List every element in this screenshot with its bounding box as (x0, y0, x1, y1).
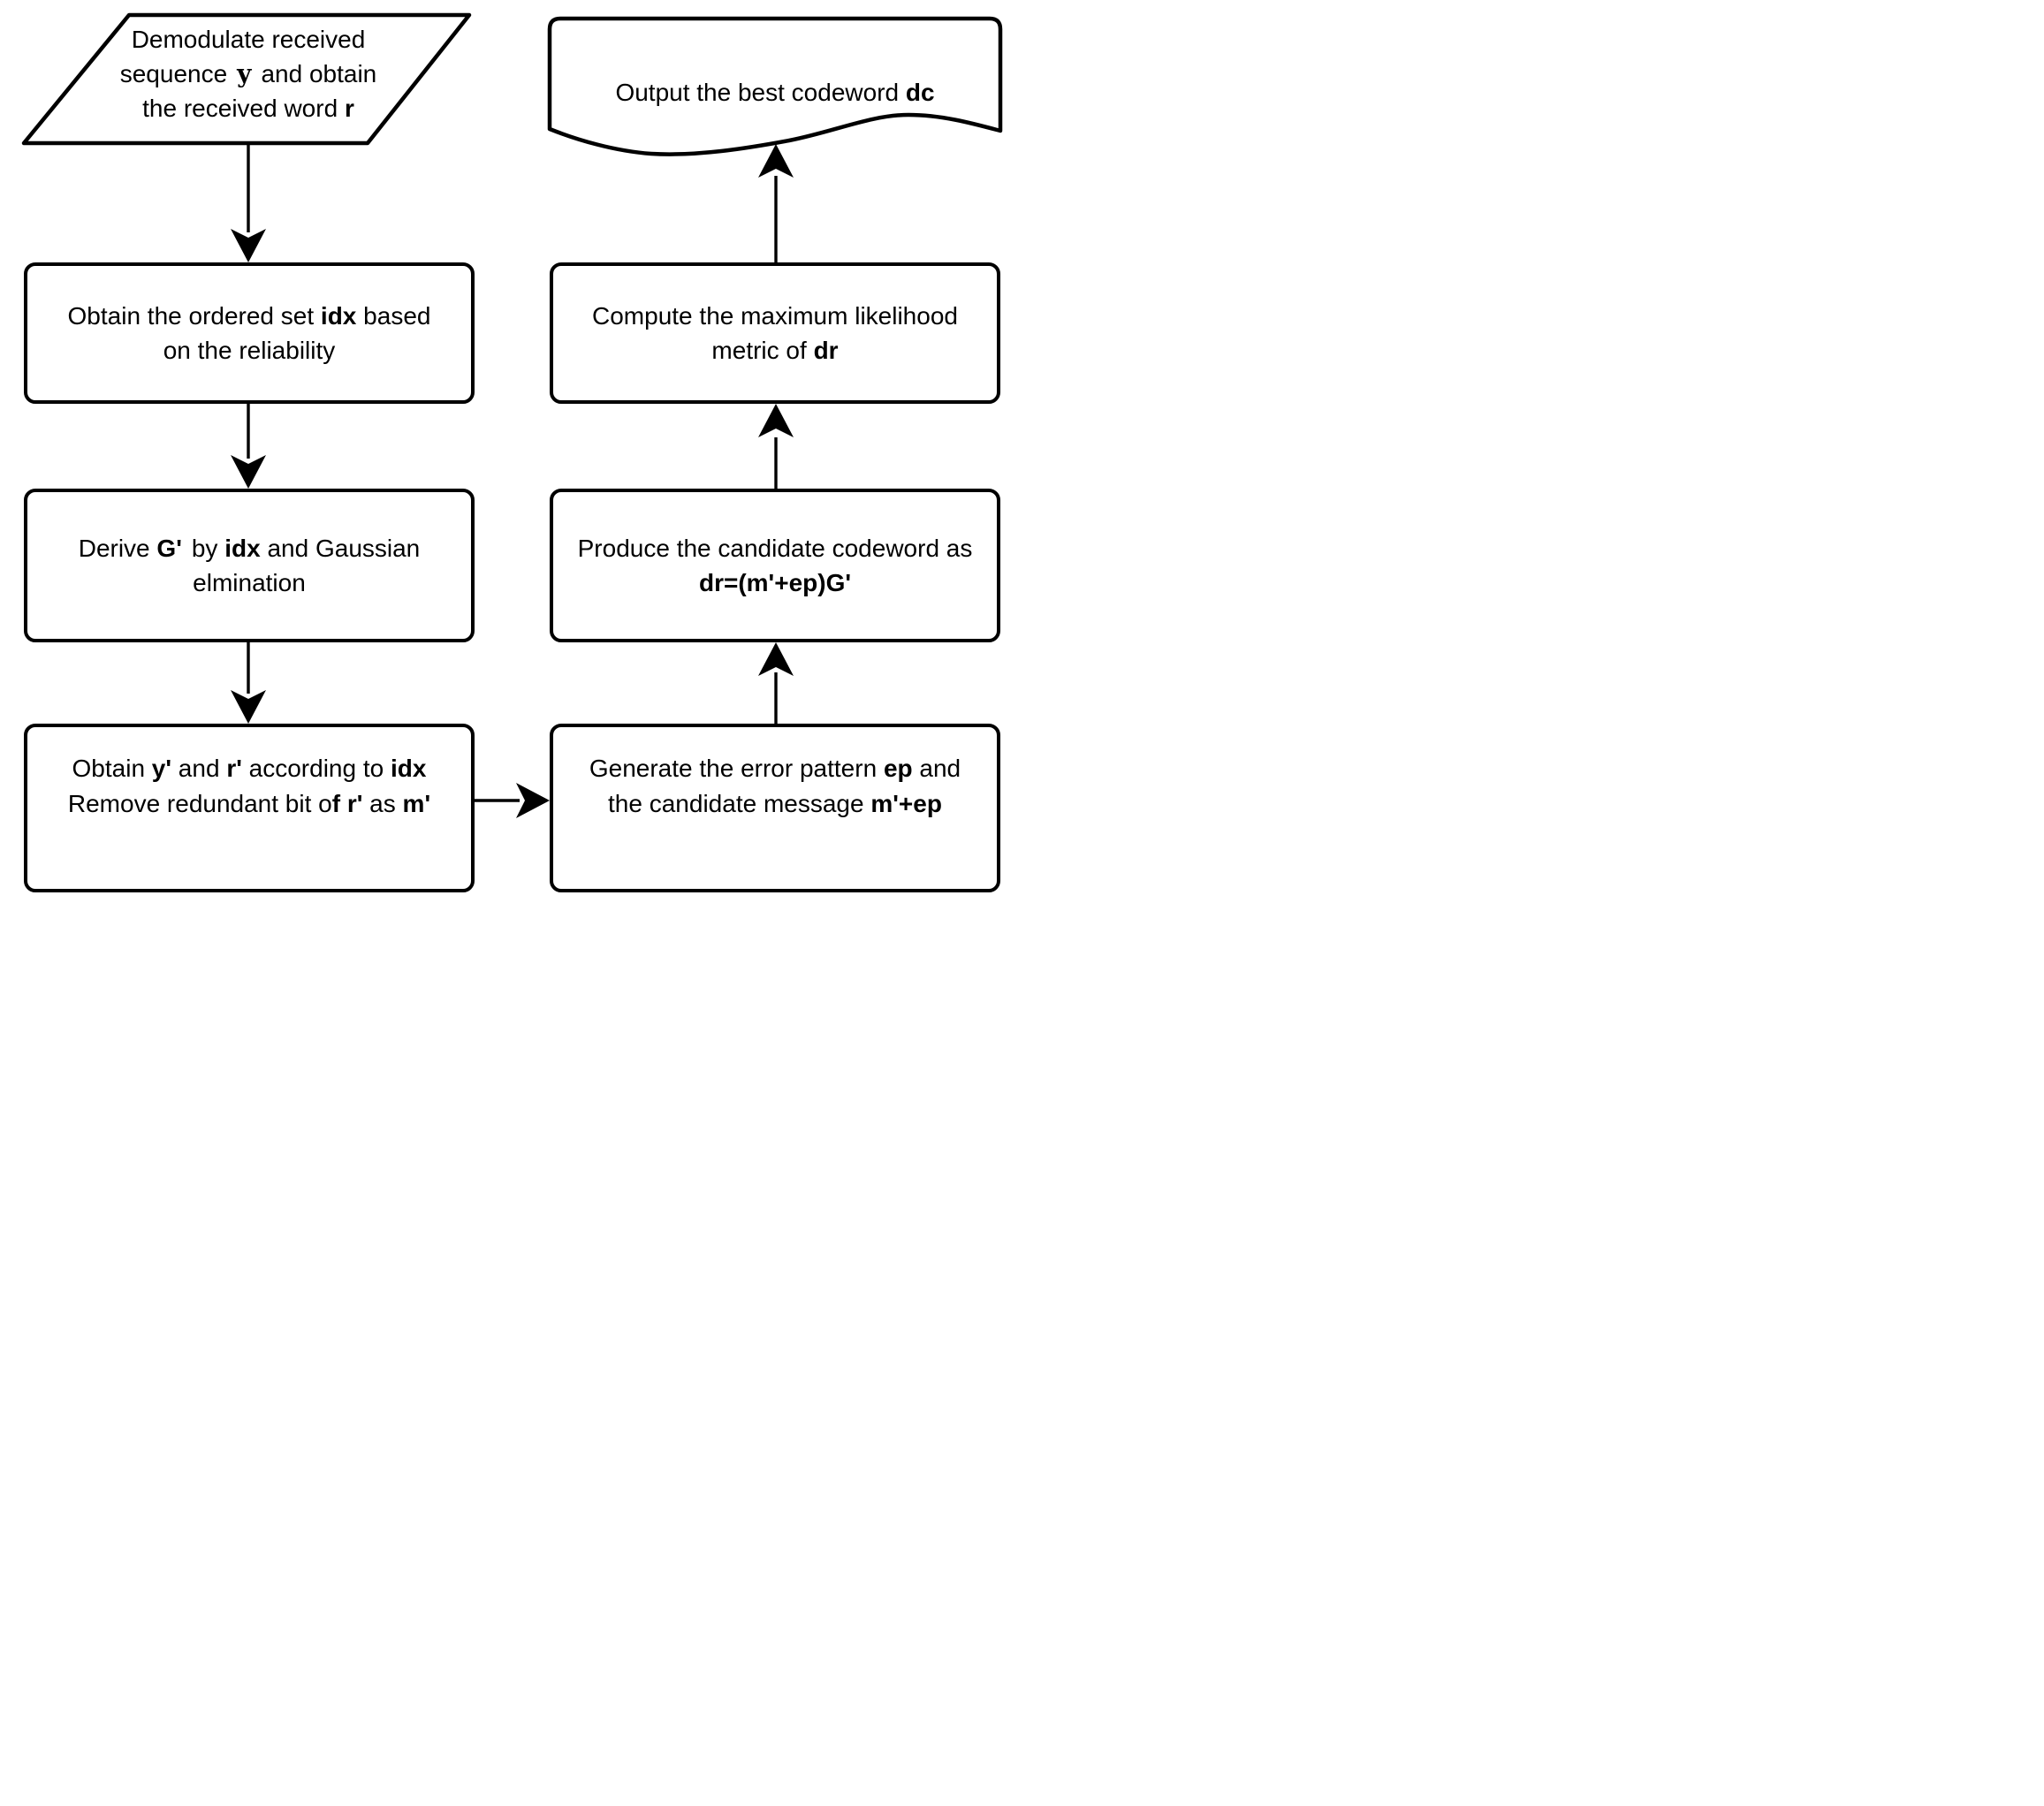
node-label-line: Obtain the ordered set idx based (67, 301, 431, 330)
edge-compute-to-output (758, 144, 794, 262)
node-label-line: dr=(m'+ep)G' (698, 569, 852, 596)
node-label-line: Remove redundant bit of r' as m' (67, 789, 431, 817)
node-produce-codeword: Produce the candidate codeword as dr=(m'… (550, 489, 1000, 642)
node-label-line: Derive G'by idx and Gaussian (78, 534, 421, 562)
node-label-line: Generate the error pattern ep and (589, 755, 961, 783)
edge-generate-to-produce (758, 642, 794, 724)
node-generate-ep: Generate the error pattern ep and the ca… (550, 724, 1000, 892)
node-label-line: Demodulate received (131, 25, 366, 53)
edge-ordered-set-to-derive (231, 404, 266, 489)
node-label-line: Obtain y' and r' according to idx (72, 755, 427, 783)
node-derive-g: Derive G'by idx and Gaussian elmination (24, 489, 475, 642)
edge-obtain-to-generate (474, 783, 550, 818)
math-y-symbol: y (237, 58, 252, 88)
document-shape (547, 16, 1003, 156)
connector-layer (21, 12, 1003, 818)
node-compute-metric: Compute the maximum likelihood metric of… (550, 262, 1000, 404)
node-label-line: Output the best codeword dc (615, 78, 935, 106)
node-ordered-set: Obtain the ordered set idx based on the … (24, 262, 475, 404)
node-output-codeword: Output the best codeword dc (550, 19, 1000, 131)
edge-produce-to-compute (758, 404, 794, 489)
parallelogram-shape (21, 12, 472, 146)
node-label-line: the received word r (142, 95, 354, 123)
node-label-line: Compute the maximum likelihood (592, 301, 958, 330)
node-label-line: metric of dr (711, 337, 839, 364)
node-label-line: elmination (193, 569, 306, 596)
node-label-line: Produce the candidate codeword as (577, 534, 973, 562)
edge-derive-to-obtain (231, 642, 266, 724)
node-obtain-y-r: Obtain y' and r' according to idx Remove… (24, 724, 475, 892)
node-label-line: on the reliability (163, 337, 336, 364)
node-label-line: the candidate message m'+ep (608, 789, 942, 817)
edge-demodulate-to-ordered-set (231, 143, 266, 262)
